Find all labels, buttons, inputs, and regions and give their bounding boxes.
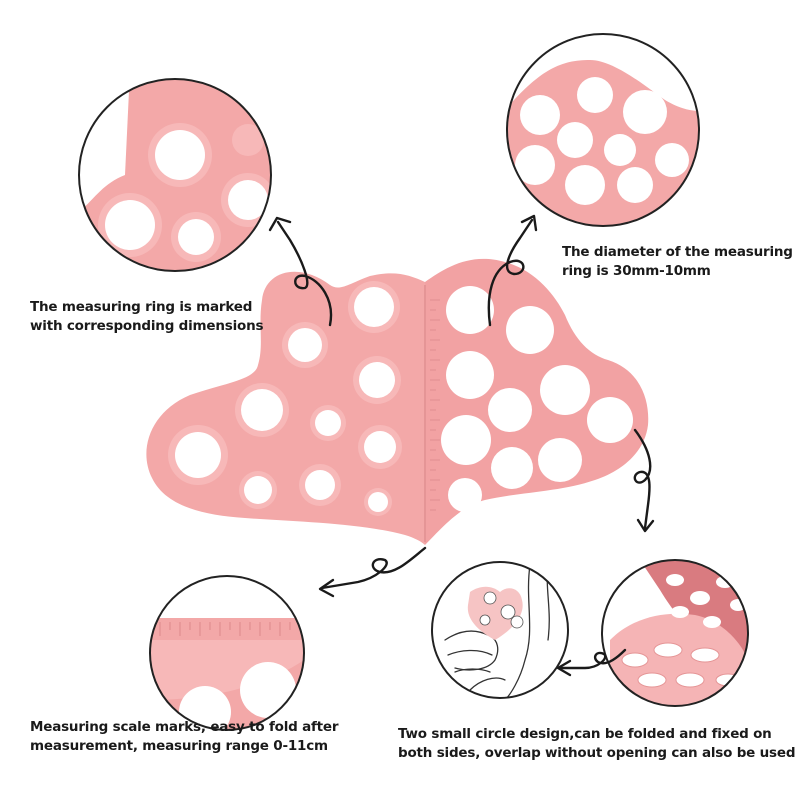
caption-line: ring is 30mm-10mm <box>562 263 711 279</box>
caption-line: measurement, measuring range 0-11cm <box>30 738 328 754</box>
curly-arrow-icon <box>556 648 627 677</box>
caption-line: Two small circle design,can be folded an… <box>398 726 772 742</box>
detail-hand-usage <box>431 561 569 699</box>
caption-line: Measuring scale marks, easy to fold afte… <box>30 719 339 735</box>
curly-arrow-icon <box>487 214 538 327</box>
left-wing-holes <box>168 281 402 516</box>
caption-line: The diameter of the measuring <box>562 244 793 260</box>
caption-line: with corresponding dimensions <box>30 318 264 334</box>
caption-line: both sides, overlap without opening can … <box>398 745 796 761</box>
measuring-scale-ruler <box>430 299 440 511</box>
measuring-pad <box>146 258 649 545</box>
curly-arrow-icon <box>268 216 333 327</box>
caption-measuring-scale: Measuring scale marks, easy to fold afte… <box>30 718 339 756</box>
caption-ring-diameter: The diameter of the measuring ring is 30… <box>562 243 793 281</box>
caption-marked-rings: The measuring ring is marked with corres… <box>30 298 264 336</box>
detail-ring-diameters <box>506 33 700 227</box>
detail-measuring-scale <box>149 575 305 731</box>
caption-fold-design: Two small circle design,can be folded an… <box>398 725 796 763</box>
detail-folded-pad <box>601 559 749 707</box>
curly-arrow-icon <box>633 428 655 533</box>
caption-line: The measuring ring is marked <box>30 299 253 315</box>
detail-marked-rings <box>78 78 272 272</box>
right-wing-holes <box>441 286 633 512</box>
curly-arrow-icon <box>318 546 427 598</box>
